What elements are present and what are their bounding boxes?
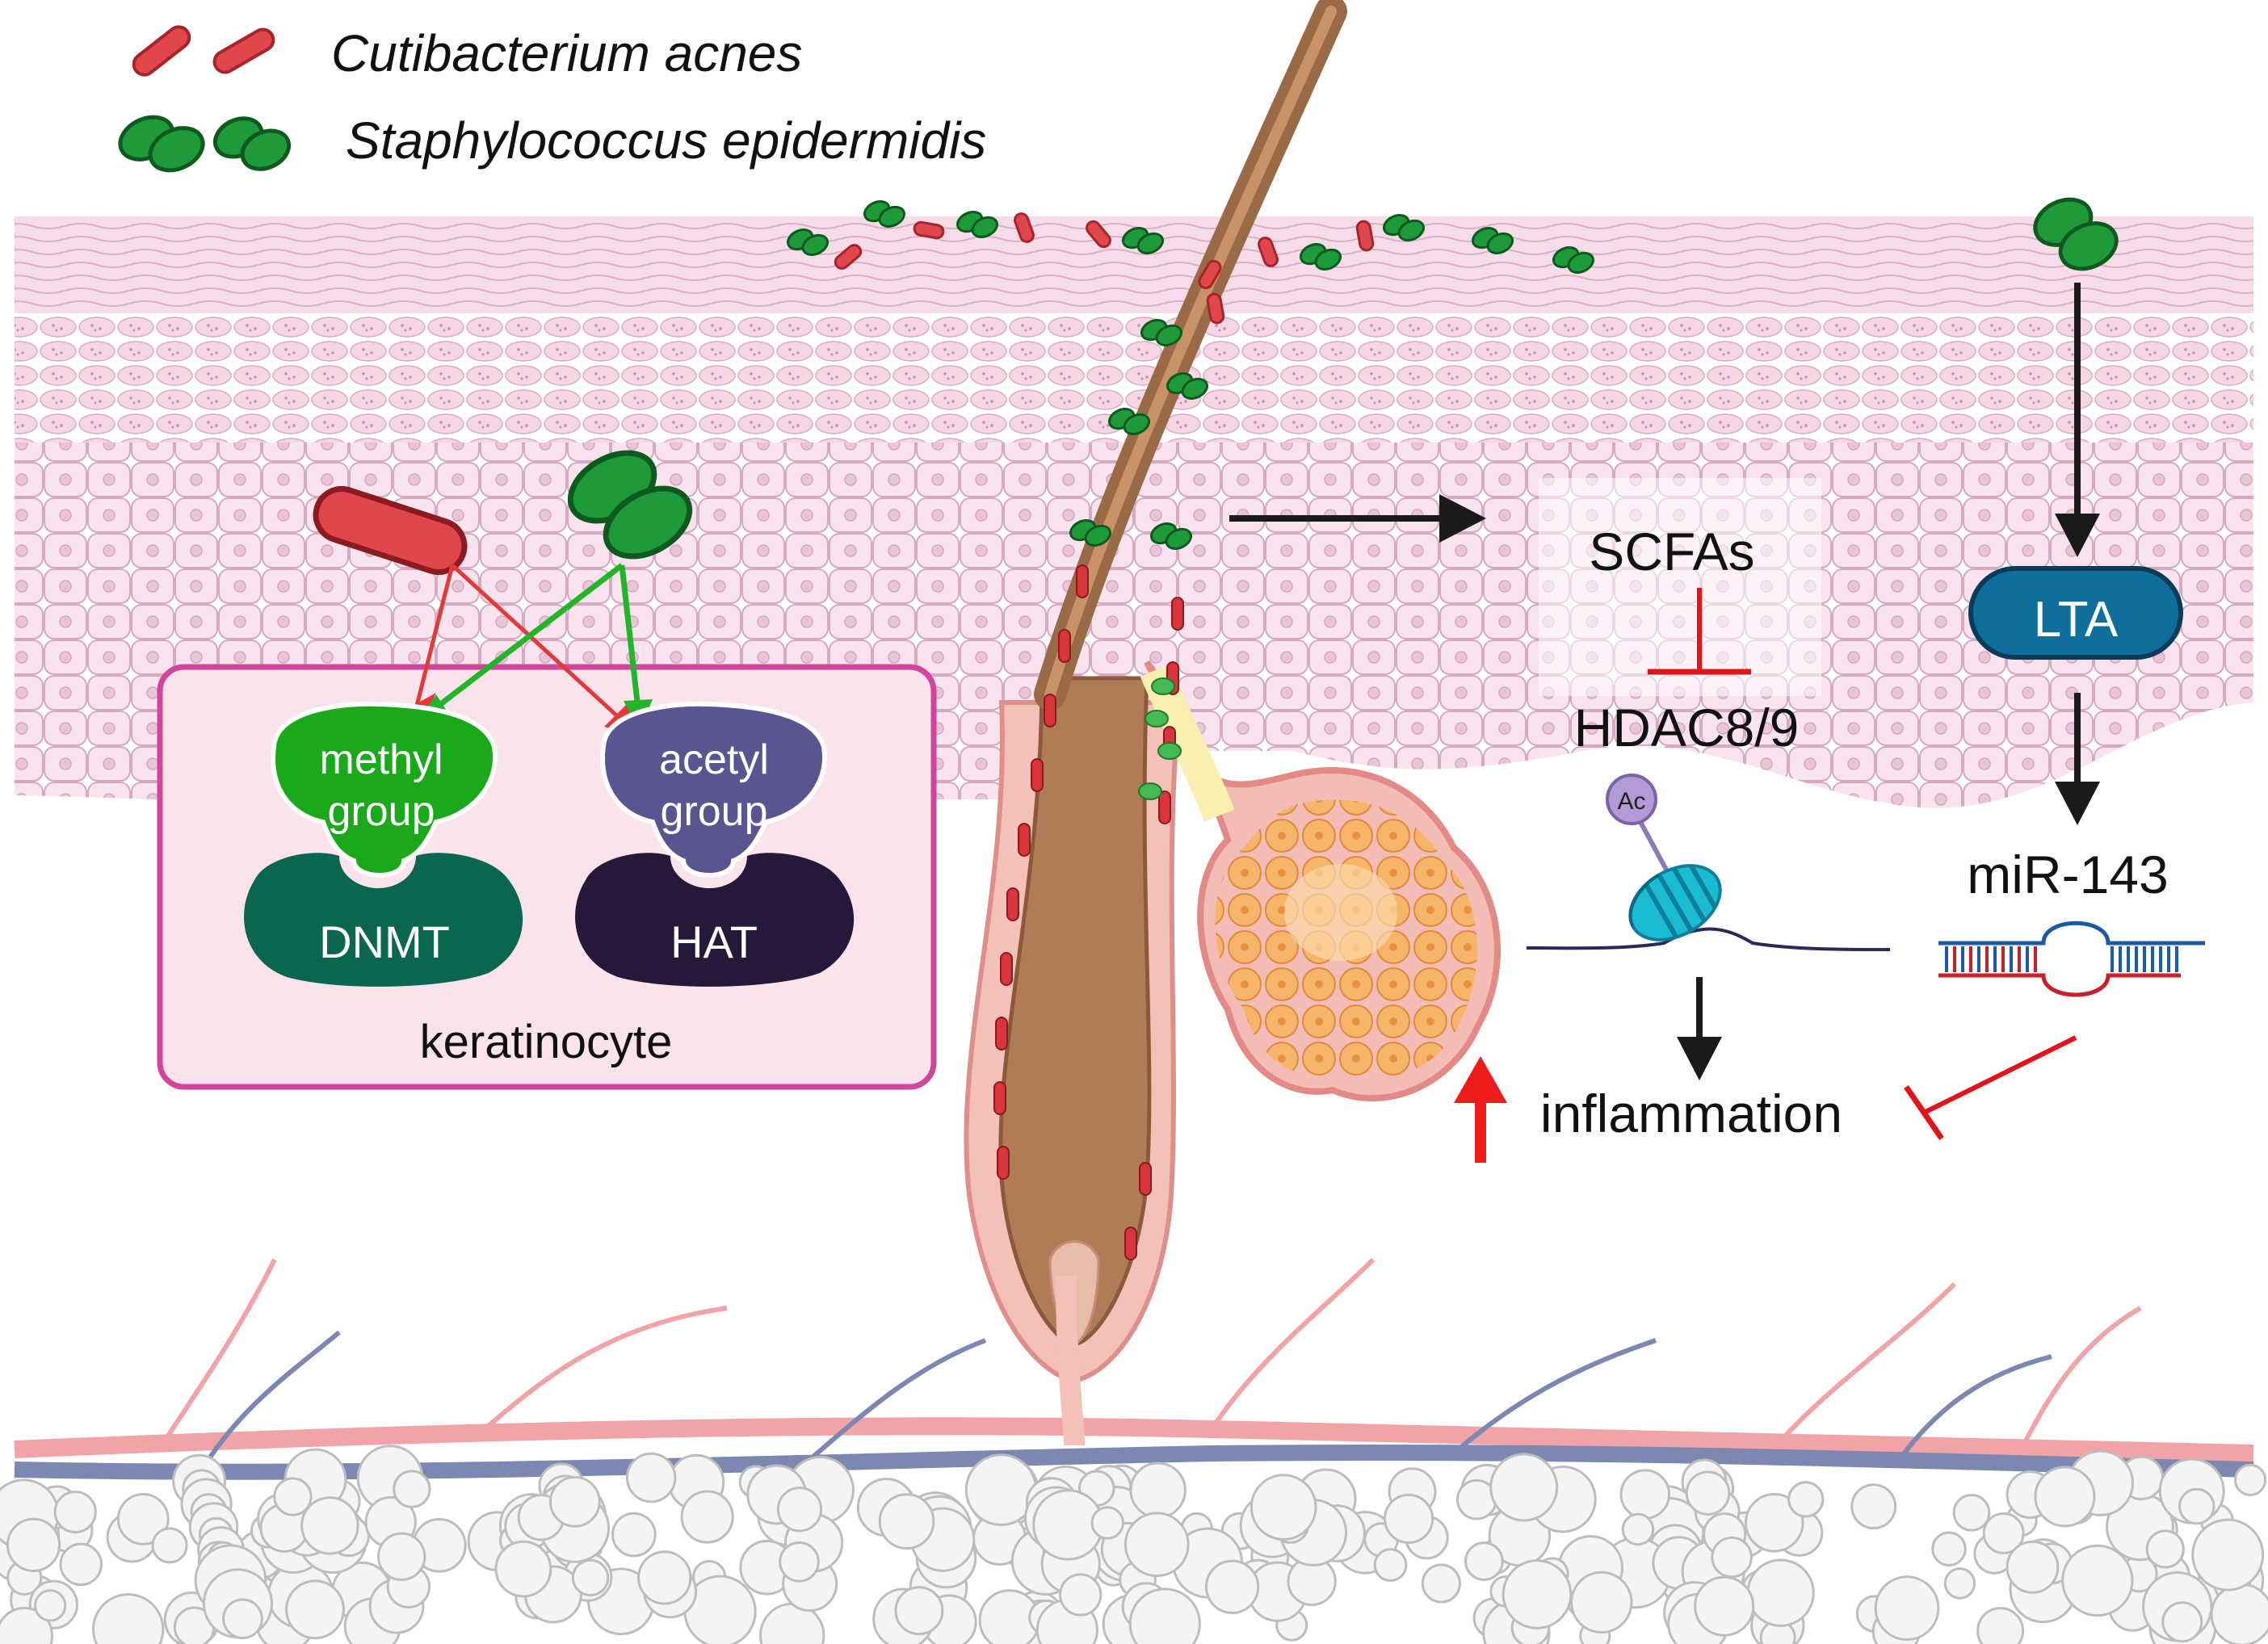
hair-follicle <box>964 0 1347 1446</box>
legend-c-acnes: Cutibacterium acnes <box>331 24 802 82</box>
mirna-label: miR-143 <box>1967 845 2168 904</box>
lta-pathway: LTA miR-143 <box>1904 283 2205 1140</box>
acetyl-label-2: group <box>661 788 768 835</box>
ac-tag: Ac <box>1617 788 1645 815</box>
acetyl-group <box>600 701 828 878</box>
methyl-label-2: group <box>328 788 435 835</box>
legend: Cutibacterium acnes Staphylococcus epide… <box>118 24 986 173</box>
nucleosome-icon: Ac <box>1526 774 1891 951</box>
dnmt-enzyme <box>244 853 523 987</box>
legend-s-epidermidis: Staphylococcus epidermidis <box>346 111 986 170</box>
hat-label: HAT <box>670 916 758 967</box>
s-epidermidis-large-icon <box>567 450 693 560</box>
s-epidermidis-legend-icon <box>118 115 292 173</box>
scfa-pathway: SCFAs HDAC8/9 Ac inflammation <box>1229 478 1891 1163</box>
c-acnes-legend-icon <box>132 25 275 77</box>
surface-bacteria <box>786 197 2119 1260</box>
methyl-group <box>271 701 498 878</box>
lta-pill: LTA <box>1968 566 2183 660</box>
mirna-hairpin-icon <box>1938 921 2205 997</box>
keratinocyte-caption: keratinocyte <box>420 1016 673 1068</box>
sebaceous-gland <box>1140 660 1501 1101</box>
hat-enzyme <box>575 853 855 987</box>
scfas-label: SCFAs <box>1589 522 1754 581</box>
hdac-label: HDAC8/9 <box>1574 698 1800 757</box>
subcutaneous-fat <box>0 1445 2268 1644</box>
dnmt-label: DNMT <box>319 916 450 967</box>
mirna-inhibit-inflammation <box>1904 1035 2077 1140</box>
keratinocyte-panel: methyl group DNMT acetyl group HAT kerat… <box>157 450 937 1090</box>
c-acnes-large-icon <box>313 486 468 575</box>
inflammation-label: inflammation <box>1540 1084 1842 1143</box>
methyl-label-1: methyl <box>319 736 443 783</box>
scfas-inhibit-hdac <box>1648 588 1751 675</box>
inflammation-increase-arrow <box>1454 1056 1507 1163</box>
lta-label: LTA <box>2034 592 2119 648</box>
acetyl-label-1: acetyl <box>659 736 769 783</box>
